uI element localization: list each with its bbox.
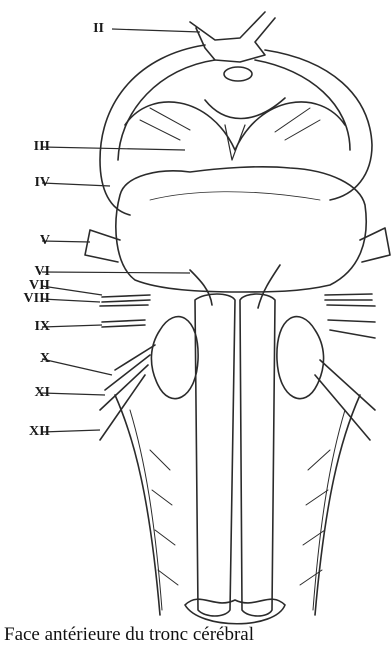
- label-cranial-nerve-x: X: [6, 352, 50, 366]
- label-cranial-nerve-ix: IX: [6, 320, 50, 334]
- label-cranial-nerve-iii: III: [6, 140, 50, 154]
- label-cranial-nerve-ii: II: [60, 22, 104, 36]
- label-cranial-nerve-vi: VI: [6, 265, 50, 279]
- optic-chiasm: [190, 12, 275, 62]
- label-cranial-nerve-iv: IV: [6, 176, 50, 190]
- mamillary-body: [224, 67, 252, 81]
- cerebral-peduncles: [125, 102, 345, 150]
- label-cranial-nerve-viii: VIII: [6, 292, 50, 306]
- medulla-oblongata: [195, 294, 235, 616]
- label-cranial-nerve-v: V: [6, 234, 50, 248]
- trigeminal-nerve-left: [85, 230, 120, 262]
- spinal-cord-outline: [115, 395, 360, 615]
- figure-caption: Face antérieure du tronc cérébral: [4, 624, 392, 646]
- olive-right: [277, 317, 324, 399]
- label-cranial-nerve-xii: XII: [6, 425, 50, 439]
- olive-left: [151, 317, 198, 399]
- label-cranial-nerve-xi: XI: [6, 386, 50, 400]
- trigeminal-nerve-right: [360, 228, 390, 262]
